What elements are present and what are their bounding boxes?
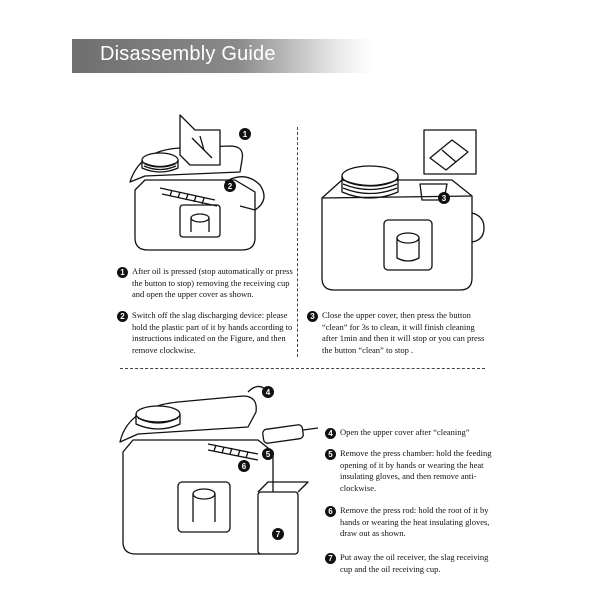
- step-2: 2 Switch off the slag discharging device…: [117, 310, 297, 356]
- step-6: 6 Remove the press rod: hold the root of…: [325, 505, 495, 540]
- step-6-text: Remove the press rod: hold the root of i…: [340, 505, 490, 538]
- step-4-text: Open the upper cover after “cleaning”: [340, 427, 470, 437]
- step-3-number: 3: [307, 311, 318, 322]
- callout-1: 1: [239, 128, 251, 140]
- callout-6: 6: [238, 460, 250, 472]
- figure-open-cover: 1 2: [129, 114, 265, 251]
- callout-3-label: 3: [442, 194, 447, 203]
- step-4: 4 Open the upper cover after “cleaning”: [325, 427, 495, 439]
- step-2-text: Switch off the slag discharging device: …: [132, 310, 293, 355]
- callout-3: 3: [438, 192, 450, 204]
- callout-7-label: 7: [276, 530, 281, 539]
- callout-4-label: 4: [266, 388, 271, 397]
- step-5-number: 5: [325, 449, 336, 460]
- step-3: 3 Close the upper cover, then press the …: [307, 310, 487, 356]
- callout-7: 7: [272, 528, 284, 540]
- step-1-text: After oil is pressed (stop automatically…: [132, 266, 293, 299]
- step-3-text: Close the upper cover, then press the bu…: [322, 310, 485, 355]
- step-7: 7 Put away the oil receiver, the slag re…: [325, 552, 495, 575]
- callout-6-label: 6: [242, 462, 247, 471]
- callout-2-label: 2: [228, 182, 233, 191]
- callout-5: 5: [262, 448, 274, 460]
- vertical-divider: [297, 127, 298, 357]
- figure-exploded-parts: 4 5 6 7: [119, 385, 319, 555]
- callout-4: 4: [262, 386, 274, 398]
- callout-1-label: 1: [243, 130, 248, 139]
- step-6-number: 6: [325, 506, 336, 517]
- callout-5-label: 5: [266, 450, 271, 459]
- step-2-number: 2: [117, 311, 128, 322]
- step-1-number: 1: [117, 267, 128, 278]
- callout-2: 2: [224, 180, 236, 192]
- step-5-text: Remove the press chamber: hold the feedi…: [340, 448, 492, 493]
- figure-closed-cover: 3: [321, 129, 485, 291]
- step-7-number: 7: [325, 553, 336, 564]
- horizontal-divider: [120, 368, 485, 369]
- step-5: 5 Remove the press chamber: hold the fee…: [325, 448, 495, 494]
- page-title: Disassembly Guide: [100, 43, 276, 65]
- step-7-text: Put away the oil receiver, the slag rece…: [340, 552, 489, 574]
- step-1: 1 After oil is pressed (stop automatical…: [117, 266, 297, 301]
- title-banner: Disassembly Guide: [72, 39, 372, 73]
- step-4-number: 4: [325, 428, 336, 439]
